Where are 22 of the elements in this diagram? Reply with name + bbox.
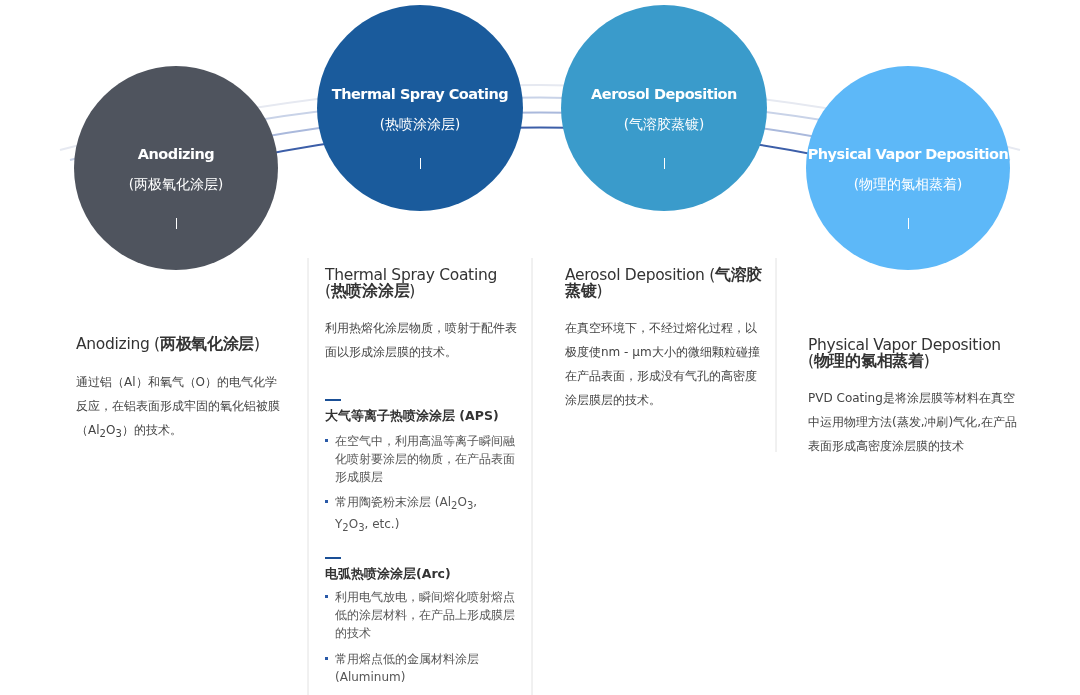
column-heading: Physical Vapor Deposition (物理的氯相蒸着)	[808, 337, 1002, 369]
column-heading: Aerosol Deposition (气溶胶蒸镀)	[565, 267, 764, 299]
column-heading: Thermal Spray Coating (热喷涂涂层)	[325, 267, 498, 299]
subheading: 电弧热喷涂涂层(Arc)	[325, 566, 452, 583]
circle-title: Anodizing	[136, 146, 216, 162]
bullet-item: 利用电气放电，瞬间熔化喷射熔点低的涂层材料，在产品上形成膜层的技术	[325, 588, 525, 642]
subheading: 大气等离子热喷涂涂层 (APS)	[325, 408, 500, 425]
description-text: 利用热熔化涂层物质，喷射于配件表面以形成涂层膜的技术。	[325, 320, 518, 361]
description-text: 通过铝（Al）和氧气（O）的电气化学反应，在铝表面形成牢固的氧化铝被膜（Al$_{2}$O$_{3}$）的技术。	[76, 374, 281, 442]
bullet-item: 常用陶瓷粉末涂层 (Al$_{2}$O$_{3}$, Y$_{2}$O$_{3}$, etc.)	[325, 493, 500, 538]
circle-subtitle: (两极氧化涂层)	[127, 176, 225, 194]
circle-subtitle: (物理的氯相蒸着)	[852, 176, 964, 194]
bullet-item: 在空气中，利用高温等离子瞬间融化喷射要涂层的物质，在产品表面形成膜层	[325, 432, 525, 486]
column-heading: Anodizing (两极氧化涂层)	[76, 336, 261, 352]
circle-title: Physical Vapor Deposition	[806, 146, 1010, 162]
bullet-item: 常用熔点低的金属材料涂层 (Aluminum)	[325, 650, 525, 686]
circle-title: Thermal Spray Coating	[330, 86, 510, 102]
description-text: PVD Coating是将涂层膜等材料在真空中运用物理方法(蒸发,冲刷)气化,在产品表面形成高密度涂层膜的技术	[808, 390, 1018, 455]
circle-subtitle: (热喷涂涂层)	[378, 116, 462, 134]
circle-title: Aerosol Deposition	[590, 86, 738, 102]
description-text: 在真空环境下，不经过熔化过程，以极度使nm - μm大小的微细颗粒碰撞在产品表面，形成没有气孔的高密度涂层膜层的技术。	[565, 320, 761, 409]
circle-subtitle: (气溶胶蒸镀)	[622, 116, 706, 134]
